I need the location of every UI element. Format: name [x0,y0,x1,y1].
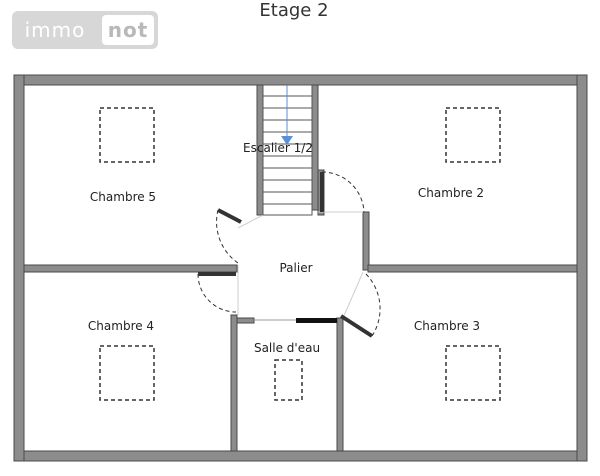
skylight-chambre-4 [99,345,155,401]
page-title: Etage 2 [259,0,329,21]
skylight-chambre-5 [99,107,155,163]
label-salle-deau: Salle d'eau [254,341,320,355]
immonot-logo: immo not [12,11,158,49]
wall-ch5-ch4 [23,264,238,273]
logo-text-not: not [102,15,154,45]
label-chambre-5: Chambre 5 [90,190,156,204]
door-chambre-3 [339,273,381,338]
skylight-chambre-3 [445,345,501,401]
label-chambre-3: Chambre 3 [414,319,480,333]
wall-ch4-right [230,314,238,452]
door-chambre-5 [216,208,242,264]
wall-sdb-dark [296,318,337,323]
stair-arrow-icon [281,136,293,145]
label-chambre-4: Chambre 4 [88,319,154,333]
doors [197,171,381,338]
door-chambre-4 [197,272,237,313]
wall-ch2-left [362,211,370,271]
staircase [262,84,313,216]
skylight-chambre-2 [445,107,501,163]
skylight-salle-deau [274,359,303,401]
outer-walls [13,74,588,462]
door-chambre-2 [320,171,365,213]
skylight-markers [99,107,501,401]
wall-bottom [13,450,588,462]
wall-right [576,74,588,462]
palier-outline [237,211,364,319]
wall-left [13,74,25,462]
wall-top [13,74,588,86]
label-escalier: Escalier 1/2 [243,141,313,155]
wall-ch2-ch3 [367,264,578,273]
label-chambre-2: Chambre 2 [418,186,484,200]
wall-sdb-top-left [236,317,255,324]
logo-text-immo: immo [24,18,86,42]
label-palier: Palier [279,261,312,275]
wall-ch3-left [336,317,344,452]
